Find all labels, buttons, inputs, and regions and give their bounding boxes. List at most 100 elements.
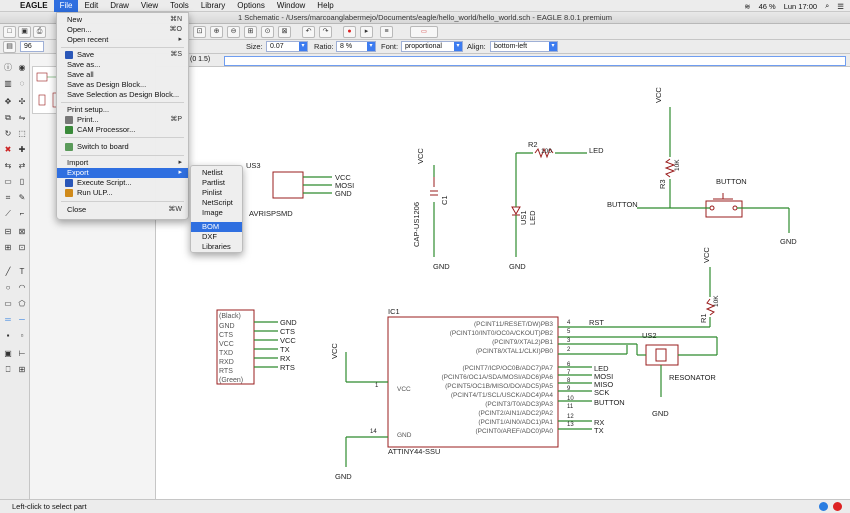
- rect-icon[interactable]: ▭: [4, 299, 12, 308]
- r3-vcc-label[interactable]: VCC: [654, 87, 663, 103]
- new-icon[interactable]: □: [3, 26, 16, 38]
- menu-view[interactable]: View: [140, 0, 159, 10]
- erc-icon[interactable]: ⊞: [4, 243, 12, 252]
- ftdi-net-rts[interactable]: RTS: [280, 363, 295, 372]
- button-net-label[interactable]: BUTTON: [607, 200, 638, 209]
- menu-file[interactable]: File: [53, 0, 79, 12]
- menu-options[interactable]: Options: [237, 0, 265, 10]
- move-icon[interactable]: ✥: [4, 97, 12, 106]
- ftdi-net-gnd[interactable]: GND: [280, 318, 297, 327]
- wifi-icon[interactable]: ≋: [744, 1, 751, 11]
- script-icon[interactable]: ≡: [380, 26, 393, 38]
- invoke-icon[interactable]: ⊟: [4, 227, 12, 236]
- frame-icon[interactable]: ⎕: [5, 365, 11, 374]
- c1-gnd-label[interactable]: GND: [433, 262, 450, 271]
- menu-item-save-design-block[interactable]: Save as Design Block...: [67, 80, 147, 89]
- module-icon[interactable]: ⊞: [18, 365, 26, 374]
- net-led[interactable]: LED: [594, 364, 609, 373]
- undo-icon[interactable]: ↶: [302, 26, 315, 38]
- menu-item-print-setup[interactable]: Print setup...: [67, 105, 110, 114]
- arc-icon[interactable]: ◠: [18, 283, 26, 292]
- export-item-dxf[interactable]: DXF: [202, 232, 217, 241]
- menu-item-save-selection-design-block[interactable]: Save Selection as Design Block...: [67, 90, 180, 99]
- menu-item-save[interactable]: Save⌘S: [57, 50, 188, 60]
- attribute-icon[interactable]: ▣: [4, 349, 12, 358]
- stop-indicator-icon[interactable]: [833, 502, 842, 511]
- ic1-vcc-net[interactable]: VCC: [330, 343, 339, 359]
- export-item-partlist[interactable]: Partlist: [202, 178, 225, 187]
- zoom-select-icon[interactable]: ⊞: [244, 26, 257, 38]
- net-rx[interactable]: RX: [594, 418, 604, 427]
- design-link-icon[interactable]: ▭: [410, 26, 438, 38]
- stop-icon[interactable]: ●: [343, 26, 356, 38]
- menu-item-execute-script[interactable]: Execute Script...: [57, 178, 188, 188]
- menu-item-new[interactable]: New⌘N: [67, 15, 182, 24]
- button-name-label[interactable]: BUTTON: [716, 177, 747, 186]
- go-icon[interactable]: ▸: [360, 26, 373, 38]
- sheet-number[interactable]: 96: [20, 41, 44, 52]
- help-icon[interactable]: [819, 502, 828, 511]
- ftdi-net-vcc[interactable]: VCC: [280, 336, 296, 345]
- menu-draw[interactable]: Draw: [110, 0, 129, 10]
- r1-vcc-label[interactable]: VCC: [702, 247, 711, 263]
- r3-name-label[interactable]: R3: [658, 179, 667, 189]
- menu-item-run-ulp[interactable]: Run ULP...: [57, 188, 188, 198]
- name-icon[interactable]: ▭: [4, 177, 12, 186]
- errors-icon[interactable]: ⊡: [18, 243, 26, 252]
- save-icon[interactable]: ▣: [18, 26, 31, 38]
- r2-net-led[interactable]: LED: [589, 146, 604, 155]
- menu-item-switch-to-board[interactable]: Switch to board: [57, 142, 188, 152]
- export-item-netlist[interactable]: Netlist: [202, 168, 223, 177]
- text-icon[interactable]: T: [19, 267, 25, 276]
- net-mosi[interactable]: MOSI: [594, 372, 613, 381]
- layer-icon[interactable]: ▤: [3, 41, 16, 53]
- menu-item-save-all[interactable]: Save all: [67, 70, 94, 79]
- dimension-icon[interactable]: ⊢: [18, 349, 26, 358]
- export-item-netscript[interactable]: NetScript: [202, 198, 233, 207]
- export-item-libraries[interactable]: Libraries: [202, 242, 231, 251]
- move-group-icon[interactable]: ✣: [18, 97, 26, 106]
- net-tx[interactable]: TX: [594, 426, 604, 435]
- junction-icon[interactable]: ▪: [6, 331, 10, 340]
- rotate-icon[interactable]: ↻: [4, 129, 12, 138]
- search-icon[interactable]: ⌕: [825, 1, 830, 10]
- menu-item-print[interactable]: Print...⌘P: [57, 115, 188, 125]
- menu-item-import[interactable]: Import▸: [67, 158, 182, 167]
- menu-item-close[interactable]: Close⌘W: [67, 205, 182, 214]
- redo-icon[interactable]: ↷: [319, 26, 332, 38]
- net-button[interactable]: BUTTON: [594, 398, 625, 407]
- display-icon[interactable]: ◌: [19, 79, 25, 88]
- us1-value-label[interactable]: LED: [528, 210, 537, 225]
- ic1-gnd-net[interactable]: GND: [335, 472, 352, 481]
- menu-item-export[interactable]: Export▸: [57, 168, 188, 178]
- miter-icon[interactable]: ⌐: [19, 209, 25, 218]
- list-icon[interactable]: ☰: [837, 1, 844, 11]
- zoom-area-icon[interactable]: ⊠: [278, 26, 291, 38]
- bus-icon[interactable]: ═: [5, 315, 11, 324]
- ic1-value-label[interactable]: ATTINY44-SSU: [388, 447, 440, 456]
- us1-gnd-label[interactable]: GND: [509, 262, 526, 271]
- menu-item-open-recent[interactable]: Open recent▸: [67, 35, 182, 44]
- ftdi-net-cts[interactable]: CTS: [280, 327, 295, 336]
- us3-net-gnd[interactable]: GND: [335, 189, 352, 198]
- export-item-pinlist[interactable]: Pinlist: [202, 188, 223, 197]
- menu-help[interactable]: Help: [317, 0, 334, 10]
- us3-net-mosi[interactable]: MOSI: [335, 181, 354, 190]
- ic1-name-label[interactable]: IC1: [388, 307, 400, 316]
- r2-name-label[interactable]: R2: [528, 140, 538, 149]
- value-icon[interactable]: ▯: [19, 177, 25, 186]
- ratio-select[interactable]: 8 %▾: [336, 41, 376, 52]
- net-sck[interactable]: SCK: [594, 388, 609, 397]
- ftdi-green-label[interactable]: (Green): [219, 377, 243, 384]
- mirror-icon[interactable]: ⇋: [18, 113, 26, 122]
- align-select[interactable]: bottom-left▾: [490, 41, 558, 52]
- line-icon[interactable]: ╱: [5, 267, 11, 276]
- menu-library[interactable]: Library: [200, 0, 226, 10]
- schematic-canvas[interactable]: VCC GND CAP-US1206 C1 R2 100 LED US1 LED…: [157, 67, 850, 499]
- us2-value-label[interactable]: RESONATOR: [669, 373, 716, 382]
- menu-tools[interactable]: Tools: [170, 0, 189, 10]
- add-icon[interactable]: ✚: [18, 145, 26, 154]
- battery-percent[interactable]: 46 %: [758, 1, 776, 11]
- zoom-fit-icon[interactable]: ⊡: [193, 26, 206, 38]
- smash-icon[interactable]: ⌗: [5, 193, 11, 202]
